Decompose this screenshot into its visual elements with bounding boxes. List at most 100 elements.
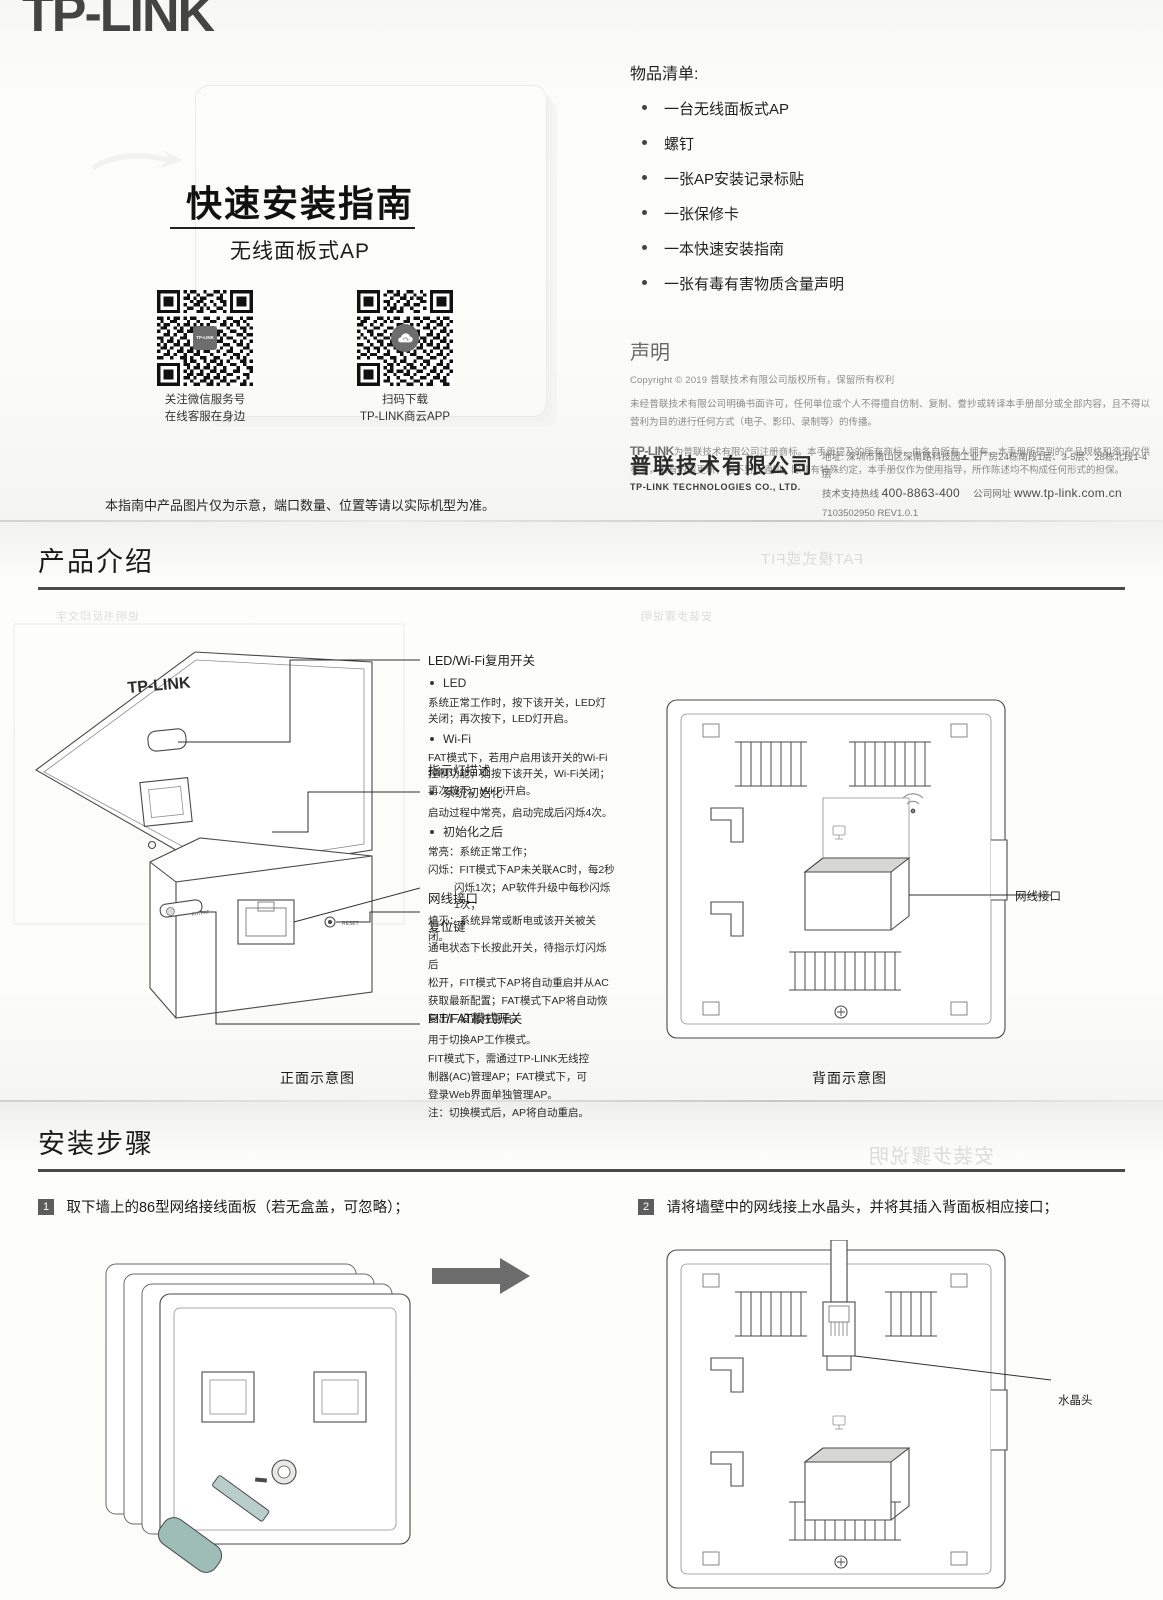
tp-link-logo: TP-LINK (22, 0, 215, 43)
company-name-en: TP-LINK TECHNOLOGIES CO., LTD. (630, 482, 801, 492)
list-item: 螺钉 (630, 133, 1150, 154)
step-2-header: 2 请将墙壁中的网线接上水晶头，并将其插入背面板相应接口； (638, 1196, 1058, 1217)
svg-text:TP-LINK: TP-LINK (127, 675, 192, 697)
annotation-led-wifi-switch: LED/Wi-Fi复用开关 LED 系统正常工作时，按下该开关，LED灯关闭；再… (428, 652, 616, 801)
title-underline (170, 227, 415, 229)
annotation-bullet-text: 系统正常工作时，按下该开关，LED灯关闭；再次按下，LED灯开启。 (428, 696, 606, 726)
annotation-extra-line: 用于切换AP工作模式。 (428, 1034, 537, 1047)
ethernet-cable (830, 1240, 848, 1303)
company-address-row: 地址: 深圳市南山区深南路科技园工业厂房24栋南段1层、3-5层、28栋北段1-… (822, 450, 1155, 483)
annotation-extra-line: 登录Web界面单独管理AP。 (428, 1089, 558, 1102)
list-item: 一本快速安装指南 (630, 238, 1150, 259)
label-rj45-crystal-head: 水晶头 (1058, 1395, 1093, 1407)
annotation-extra-line: 复出厂设置并重启。 (428, 1013, 523, 1026)
direction-arrow-icon (432, 1258, 530, 1294)
ghost-arrow-icon (92, 150, 183, 170)
step-number-badge: 1 (38, 1199, 54, 1215)
website-value: www.tp-link.com.cn (1013, 486, 1122, 501)
annotation-led-description: 指示灯描述 系统初始化 启动过程中常亮，启动完成后闪烁4次。 初始化之后 常亮：… (428, 762, 616, 947)
page-subtitle: 无线面板式AP (229, 240, 370, 263)
annotation-heading: 复位键 (428, 920, 466, 934)
page-fold-line-2 (0, 1100, 1163, 1102)
qr-app-cell: 扫码下载 TP-LINK商云APP (340, 290, 470, 425)
qr-code-row: TP-LINK 关注微信服务号 在线客服在身边 (140, 290, 470, 425)
annotation-heading: FIT/FAT模式开关 (428, 1012, 523, 1026)
annotation-extra-line: 1次； (454, 898, 481, 911)
annotation-bullet-label: 初始化之后 (428, 823, 616, 842)
step-text: 请将墙壁中的网线接上水晶头，并将其插入背面板相应接口； (666, 1200, 1058, 1216)
annotation-extra-line: 闪烁：FIT模式下AP未关联AC时，每2秒 (428, 864, 615, 877)
annotation-bullet-label: Wi-Fi (428, 730, 616, 749)
annotation-bullet-label: 系统初始化 (428, 784, 616, 803)
annotation-extra-line: 闪烁1次；AP软件升级中每秒闪烁 (454, 882, 611, 895)
back-view-diagram (655, 690, 1163, 1060)
section-title-product: 产品介绍 (38, 547, 154, 577)
cover-disclaimer-note: 本指南中产品图片仅为示意，端口数量、位置等请以实际机型为准。 (104, 498, 495, 513)
label-ethernet-port-back: 网线接口 (1015, 891, 1061, 903)
qr-app-caption: 扫码下载 TP-LINK商云APP (340, 392, 470, 425)
list-item: 一张有毒有害物质含量声明 (630, 273, 1150, 294)
hotline-value: 400-8863-400 (881, 486, 960, 501)
annotation-extra-line: 熄灭：系统异常或断电或该开关被关闭。 (428, 914, 596, 944)
step-1-diagram (60, 1240, 1163, 1600)
rj45-connector-icon (822, 1301, 856, 1371)
annotation-bullet-label: LED (428, 674, 616, 693)
qr-wechat-center-logo: TP-LINK (193, 326, 217, 350)
page-fold-line-1 (0, 520, 1163, 522)
annotation-heading: 网线接口 (428, 892, 479, 906)
annotation-heading: LED/Wi-Fi复用开关 (428, 654, 535, 668)
website-label: 公司网址 (973, 489, 1012, 501)
cover-right-panel: 物品清单: 一台无线面板式AP 螺钉 一张AP安装记录标贴 一张保修卡 一本快速… (630, 60, 1150, 489)
caption-back-view: 背面示意图 (812, 1070, 887, 1086)
annotation-heading: 指示灯描述 (428, 764, 491, 778)
company-hotline-row: 技术支持热线 400-8863-400 公司网址 www.tp-link.com… (822, 483, 1155, 504)
caption-front-view: 正面示意图 (280, 1070, 355, 1086)
annotation-ethernet-port: 网线接口 (428, 890, 616, 912)
qr-wechat-code: TP-LINK (157, 290, 253, 386)
qr-app-caption-line2: TP-LINK商云APP (359, 410, 451, 423)
packing-list: 一台无线面板式AP 螺钉 一张AP安装记录标贴 一张保修卡 一本快速安装指南 一… (630, 98, 1150, 294)
qr-app-caption-line1: 扫码下载 (382, 394, 428, 406)
company-name-block: 普联技术有限公司 TP-LINK TECHNOLOGIES CO., LTD. (630, 450, 814, 492)
step-2-diagram (655, 1240, 1163, 1600)
annotation-extra-line: 通电状态下长按此开关，待指示灯闪烁后 (428, 942, 607, 971)
annotation-bullet-text: 常亮：系统正常工作； (428, 845, 533, 858)
qr-wechat-caption-line1: 关注微信服务号 (164, 394, 246, 406)
qr-wechat-cell: TP-LINK 关注微信服务号 在线客服在身边 (140, 290, 270, 425)
svg-text:RESET: RESET (342, 921, 359, 927)
annotation-extra-line: 获取最新配置；FAT模式下AP将自动恢 (428, 995, 608, 1008)
qr-app-code (357, 290, 453, 386)
cover-left-panel: 快速安装指南 无线面板式AP (0, 40, 600, 513)
address-value: 深圳市南山区深南路科技园工业厂房24栋南段1层、3-5层、28栋北段1-4层 (822, 452, 1148, 480)
company-footer: 普联技术有限公司 TP-LINK TECHNOLOGIES CO., LTD. … (630, 450, 1155, 523)
page-title: 快速安装指南 (185, 183, 414, 224)
ghost-text-1: FAT模式或FIT (760, 551, 863, 568)
qr-wechat-caption: 关注微信服务号 在线客服在身边 (140, 392, 270, 425)
address-label: 地址: (822, 452, 844, 463)
ghost-text-4: 安装步骤说明 (868, 1146, 994, 1168)
declaration-paragraph-2-text: 为普联技术有限公司注册商标。本手册提及的所有商标，由各自所有人拥有。本手册所提到… (630, 447, 1150, 477)
annotation-bullet-text: FAT模式下，若用户启用该开关的Wi-Fi控制功能，则按下该开关，Wi-Fi关闭… (428, 752, 610, 797)
company-name-cn: 普联技术有限公司 (630, 455, 814, 478)
cloud-icon (391, 324, 419, 352)
annotation-bullet-text: 启动过程中常亮，启动完成后闪烁4次。 (428, 806, 613, 819)
list-item: 一张保修卡 (630, 203, 1150, 224)
front-view-diagram: TP-LINK FIT/FAT RESET (0, 620, 1163, 1060)
annotation-extra-line: 注：切换模式后，AP将自动重启。 (428, 1107, 590, 1120)
annotation-extra-line: 松开，FIT模式下AP将自动重启并从AC (428, 976, 609, 989)
document-code: 7103502950 REV1.0.1 (822, 508, 919, 520)
step-text: 取下墙上的86型网络接线面板（若无盒盖，可忽略）； (66, 1200, 409, 1216)
section-rule-product (38, 587, 1125, 590)
annotation-extra-line: 制器(AC)管理AP；FAT模式下，可 (428, 1070, 588, 1083)
svg-text:FIT/FAT: FIT/FAT (191, 910, 209, 918)
step-number-badge: 2 (638, 1199, 654, 1215)
section-install-steps: 安装步骤 (0, 1122, 1163, 1172)
annotation-fit-fat-switch: FIT/FAT模式开关 用于切换AP工作模式。 FIT模式下，需通过TP-LIN… (428, 1010, 616, 1124)
list-item: 一台无线面板式AP (630, 98, 1150, 119)
screwdriver-icon (157, 1475, 270, 1573)
qr-wechat-caption-line2: 在线客服在身边 (164, 410, 246, 423)
section-title-steps: 安装步骤 (38, 1129, 154, 1159)
company-contact-info: 地址: 深圳市南山区深南路科技园工业厂房24栋南段1层、3-5层、28栋北段1-… (822, 450, 1155, 523)
section-product-intro: 产品介绍 (0, 540, 1163, 590)
